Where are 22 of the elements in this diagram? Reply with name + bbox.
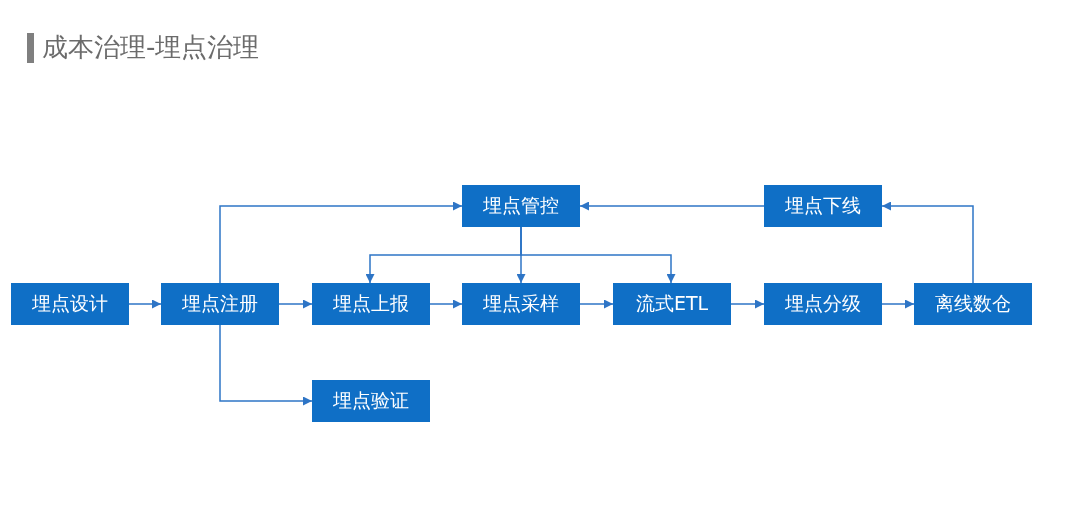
process-box: 埋点管控 xyxy=(462,185,580,227)
process-box: 埋点上报 xyxy=(312,283,430,325)
arrow xyxy=(579,201,765,211)
process-box: 埋点注册 xyxy=(161,283,279,325)
process-box: 离线数仓 xyxy=(914,283,1032,325)
arrow xyxy=(881,299,915,309)
process-box: 埋点设计 xyxy=(11,283,129,325)
title: 成本治理-埋点治理 xyxy=(42,31,260,64)
arrow xyxy=(219,324,313,406)
process-box: 埋点分级 xyxy=(764,283,882,325)
arrow xyxy=(881,201,974,284)
process-box: 埋点验证 xyxy=(312,380,430,422)
arrow xyxy=(730,299,765,309)
process-box: 埋点下线 xyxy=(764,185,882,227)
arrow xyxy=(128,299,162,309)
process-box: 流式ETL xyxy=(613,283,731,325)
arrow xyxy=(278,299,313,309)
arrow xyxy=(520,226,676,284)
arrow xyxy=(579,299,614,309)
arrow xyxy=(219,201,463,284)
arrow xyxy=(429,299,463,309)
process-box: 埋点采样 xyxy=(462,283,580,325)
